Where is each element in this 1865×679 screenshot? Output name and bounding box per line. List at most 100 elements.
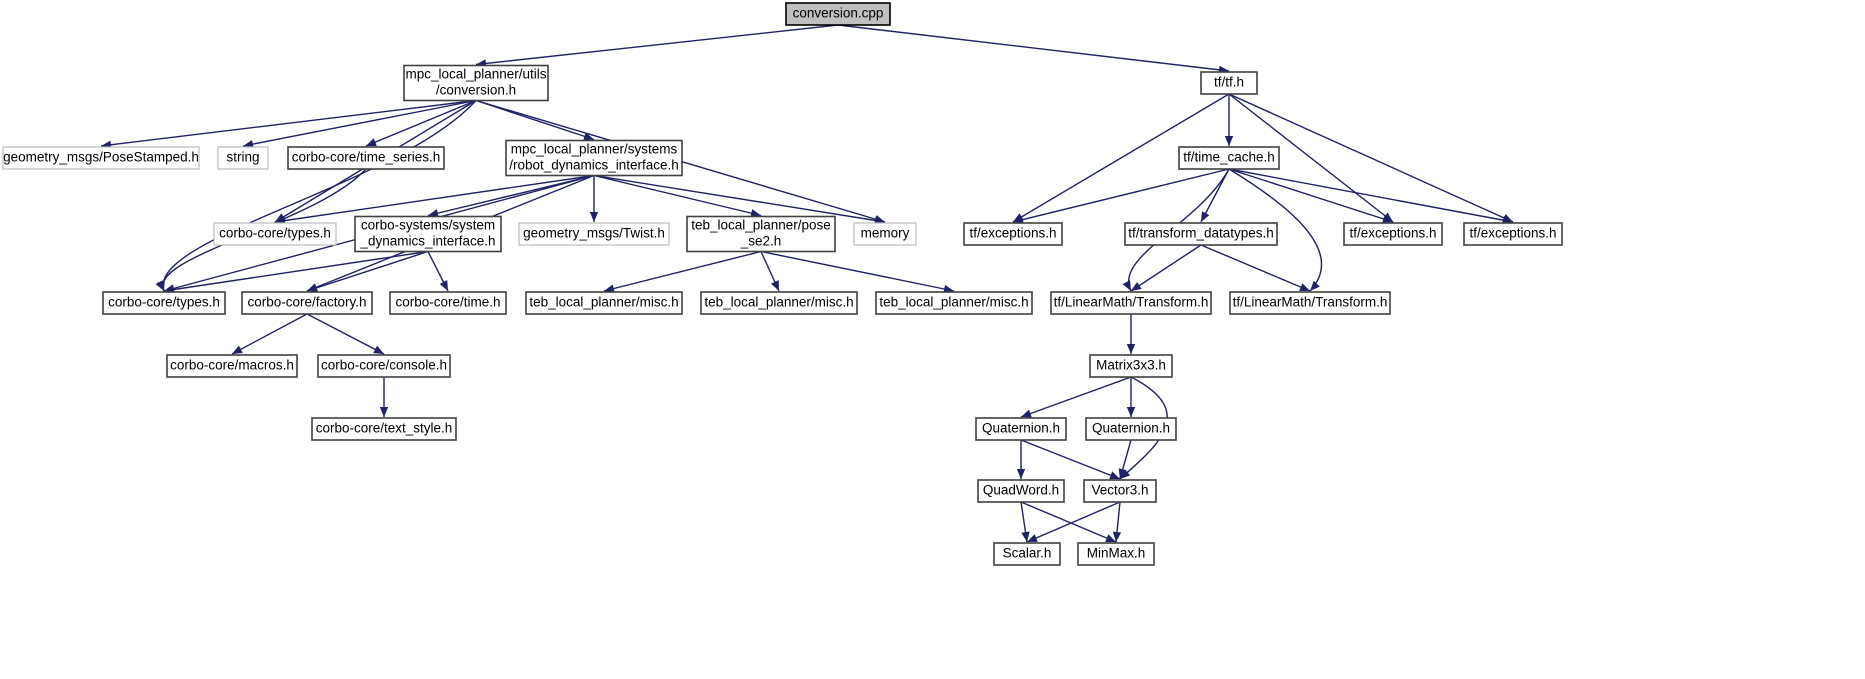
node-conversion-cpp[interactable]: conversion.cpp [785, 2, 891, 26]
edge-quadword-h-to-minmax-h [1020, 501, 1117, 543]
edge-tf-time-cache-h-to-tf-exceptions-h [1012, 168, 1230, 223]
edge-corbo-core-factory-h-to-corbo-core-console-h [306, 313, 385, 355]
edge-tf-transform-datatypes-h-to-tf-linearmath-transform-h [1200, 244, 1311, 292]
node-box[interactable] [217, 146, 269, 170]
node-tf-linearmath-transform-h[interactable]: tf/LinearMath/Transform.h [1050, 291, 1212, 315]
edge-arrowhead [1016, 469, 1026, 479]
node-label: geometry_msgs/Twist.h [523, 226, 665, 241]
node-label: mpc_local_planner/systems [511, 142, 678, 157]
node-string[interactable]: string [217, 146, 269, 170]
edge-arrowhead [589, 212, 599, 222]
node-box[interactable] [963, 222, 1063, 246]
node-label: teb_local_planner/misc.h [704, 295, 853, 310]
node-box[interactable] [993, 542, 1061, 566]
node-vector3-h[interactable]: Vector3.h [1083, 479, 1157, 503]
node-quadword-h[interactable]: QuadWord.h [977, 479, 1065, 503]
node-corbo-core-macros-h[interactable]: corbo-core/macros.h [166, 354, 298, 378]
node-box[interactable] [2, 146, 200, 170]
node-box[interactable] [102, 291, 226, 315]
edge-arrowhead [1382, 214, 1393, 223]
node-box[interactable] [1083, 479, 1157, 503]
node-tf-transform-datatypes-h[interactable]: tf/transform_datatypes.h [1124, 222, 1278, 246]
edge-corbo-core-factory-h-to-corbo-core-macros-h [231, 313, 308, 355]
edge-arrowhead [1021, 531, 1030, 542]
node-label: corbo-core/macros.h [170, 358, 294, 373]
node-teb-local-planner-misc-h[interactable]: teb_local_planner/misc.h [525, 291, 683, 315]
node-box[interactable] [317, 354, 451, 378]
node-box[interactable] [875, 291, 1033, 315]
node-box[interactable] [287, 146, 445, 170]
node-box[interactable] [853, 222, 917, 246]
node-teb-local-planner-misc-h[interactable]: teb_local_planner/misc.h [875, 291, 1033, 315]
node-box[interactable] [518, 222, 670, 246]
node-layer: conversion.cpp mpc_local_planner/utils/co… [2, 2, 1563, 566]
node-label: tf/LinearMath/Transform.h [1233, 295, 1388, 310]
node-label: MinMax.h [1087, 546, 1146, 561]
node-box[interactable] [1085, 417, 1177, 441]
node-box[interactable] [213, 222, 337, 246]
node-box[interactable] [389, 291, 507, 315]
node-corbo-core-types-h[interactable]: corbo-core/types.h [213, 222, 337, 246]
node-tf-exceptions-h[interactable]: tf/exceptions.h [1343, 222, 1443, 246]
edge-tf-tf-h-to-tf-exceptions-h [1228, 93, 1394, 223]
node-box[interactable] [700, 291, 858, 315]
node-box[interactable] [785, 2, 891, 26]
node-quaternion-h[interactable]: Quaternion.h [1085, 417, 1177, 441]
node-tf-tf-h[interactable]: tf/tf.h [1200, 71, 1258, 95]
node-box[interactable] [1343, 222, 1443, 246]
node-memory[interactable]: memory [853, 222, 917, 246]
node-corbo-core-factory-h[interactable]: corbo-core/factory.h [241, 291, 373, 315]
node-teb-local-planner-pose-se2-h[interactable]: teb_local_planner/pose_se2.h [686, 215, 836, 253]
node-box[interactable] [1077, 542, 1155, 566]
node-tf-exceptions-h[interactable]: tf/exceptions.h [1463, 222, 1563, 246]
node-box[interactable] [686, 215, 836, 253]
edge-tf-transform-datatypes-h-to-tf-linearmath-transform-h [1130, 244, 1202, 292]
edge-quaternion-h-to-vector3-h [1020, 439, 1121, 480]
node-box[interactable] [241, 291, 373, 315]
edge-arrowhead [771, 280, 779, 291]
node-corbo-systems-system-dynamics-interface-h[interactable]: corbo-systems/system_dynamics_interface.… [354, 215, 502, 253]
node-corbo-core-time-series-h[interactable]: corbo-core/time_series.h [287, 146, 445, 170]
edge-arrowhead [307, 283, 318, 292]
node-mpc-local-planner-systems-robot-dynamics-interface-h[interactable]: mpc_local_planner/systems/robot_dynamics… [505, 139, 683, 177]
node-teb-local-planner-misc-h[interactable]: teb_local_planner/misc.h [700, 291, 858, 315]
node-label: tf/tf.h [1214, 75, 1244, 90]
node-tf-linearmath-transform-h[interactable]: tf/LinearMath/Transform.h [1229, 291, 1391, 315]
node-box[interactable] [975, 417, 1067, 441]
node-box[interactable] [1200, 71, 1258, 95]
node-box[interactable] [505, 139, 683, 177]
node-geometry-msgs-twist-h[interactable]: geometry_msgs/Twist.h [518, 222, 670, 246]
node-label: tf/time_cache.h [1183, 150, 1275, 165]
node-box[interactable] [1178, 146, 1280, 170]
node-mpc-local-planner-utils-conversion-h[interactable]: mpc_local_planner/utils/conversion.h [403, 64, 549, 102]
node-box[interactable] [525, 291, 683, 315]
node-tf-exceptions-h[interactable]: tf/exceptions.h [963, 222, 1063, 246]
edge-arrowhead [232, 345, 243, 354]
edge-arrowhead [1310, 280, 1320, 291]
node-corbo-core-time-h[interactable]: corbo-core/time.h [389, 291, 507, 315]
node-box[interactable] [1050, 291, 1212, 315]
node-corbo-core-types-h[interactable]: corbo-core/types.h [102, 291, 226, 315]
node-box[interactable] [1089, 354, 1173, 378]
node-scalar-h[interactable]: Scalar.h [993, 542, 1061, 566]
node-box[interactable] [977, 479, 1065, 503]
node-box[interactable] [1463, 222, 1563, 246]
node-matrix3x3-h[interactable]: Matrix3x3.h [1089, 354, 1173, 378]
node-corbo-core-text-style-h[interactable]: corbo-core/text_style.h [311, 417, 457, 441]
node-label: geometry_msgs/PoseStamped.h [3, 150, 199, 165]
node-tf-time-cache-h[interactable]: tf/time_cache.h [1178, 146, 1280, 170]
node-box[interactable] [1124, 222, 1278, 246]
node-label: /conversion.h [436, 83, 516, 98]
node-corbo-core-console-h[interactable]: corbo-core/console.h [317, 354, 451, 378]
edge-arrowhead [1126, 407, 1136, 417]
node-box[interactable] [166, 354, 298, 378]
edge-tf-time-cache-h-to-tf-linearmath-transform-h [1228, 168, 1323, 292]
node-box[interactable] [311, 417, 457, 441]
node-geometry-msgs-posestamped-h[interactable]: geometry_msgs/PoseStamped.h [2, 146, 200, 170]
edge-tf-tf-h-to-tf-exceptions-h [1012, 93, 1230, 223]
node-quaternion-h[interactable]: Quaternion.h [975, 417, 1067, 441]
node-box[interactable] [1229, 291, 1391, 315]
node-minmax-h[interactable]: MinMax.h [1077, 542, 1155, 566]
node-box[interactable] [354, 215, 502, 253]
node-box[interactable] [403, 64, 549, 102]
